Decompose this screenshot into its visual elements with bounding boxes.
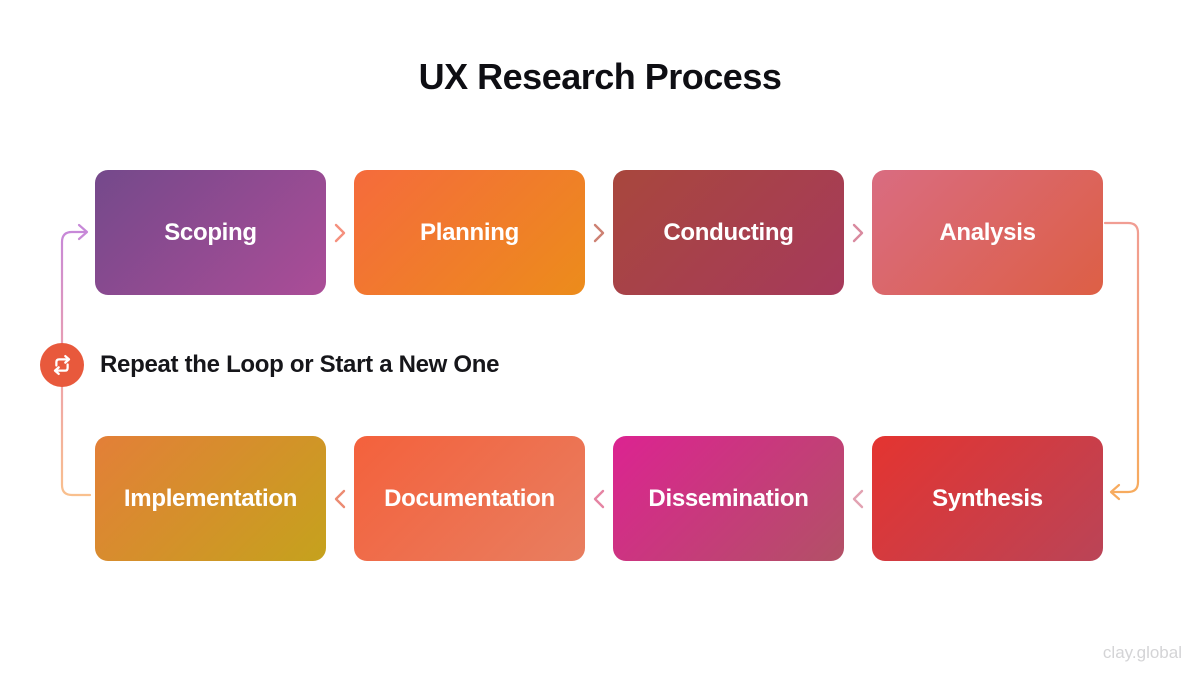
stage-label: Dissemination bbox=[648, 484, 809, 512]
repeat-icon bbox=[40, 343, 84, 387]
stage-box: Documentation bbox=[354, 436, 585, 561]
bottom-row: Implementation Documentation Disseminati… bbox=[95, 436, 1103, 561]
stage-label: Implementation bbox=[123, 484, 298, 512]
right-loop-connector bbox=[1103, 221, 1140, 501]
arrow-left-icon bbox=[1109, 483, 1121, 501]
page-title: UX Research Process bbox=[418, 56, 782, 97]
top-row: Scoping Planning Conducting Analysis bbox=[95, 170, 1103, 295]
stage-box: Analysis bbox=[872, 170, 1103, 295]
stage-box: Implementation bbox=[95, 436, 326, 561]
stage-box: Conducting bbox=[613, 170, 844, 295]
stage-label: Scoping bbox=[164, 218, 257, 246]
stage-label: Documentation bbox=[384, 484, 555, 512]
stage-label: Analysis bbox=[939, 218, 1036, 246]
stage-label: Planning bbox=[420, 218, 519, 246]
stage-box: Synthesis bbox=[872, 436, 1103, 561]
chevron-right-icon bbox=[334, 223, 346, 242]
stage-box: Planning bbox=[354, 170, 585, 295]
stage-label: Conducting bbox=[663, 218, 794, 246]
watermark: clay.global bbox=[1102, 643, 1182, 662]
stage-box: Scoping bbox=[95, 170, 326, 295]
chevron-left-icon bbox=[593, 489, 605, 508]
chevron-right-icon bbox=[593, 223, 605, 242]
chevron-right-icon bbox=[852, 223, 864, 242]
stage-label: Synthesis bbox=[932, 484, 1043, 512]
loop-note-text: Repeat the Loop or Start a New One bbox=[100, 351, 500, 378]
stage-box: Dissemination bbox=[613, 436, 844, 561]
chevron-left-icon bbox=[852, 489, 864, 508]
arrow-right-icon bbox=[77, 223, 89, 241]
chevron-left-icon bbox=[334, 489, 346, 508]
